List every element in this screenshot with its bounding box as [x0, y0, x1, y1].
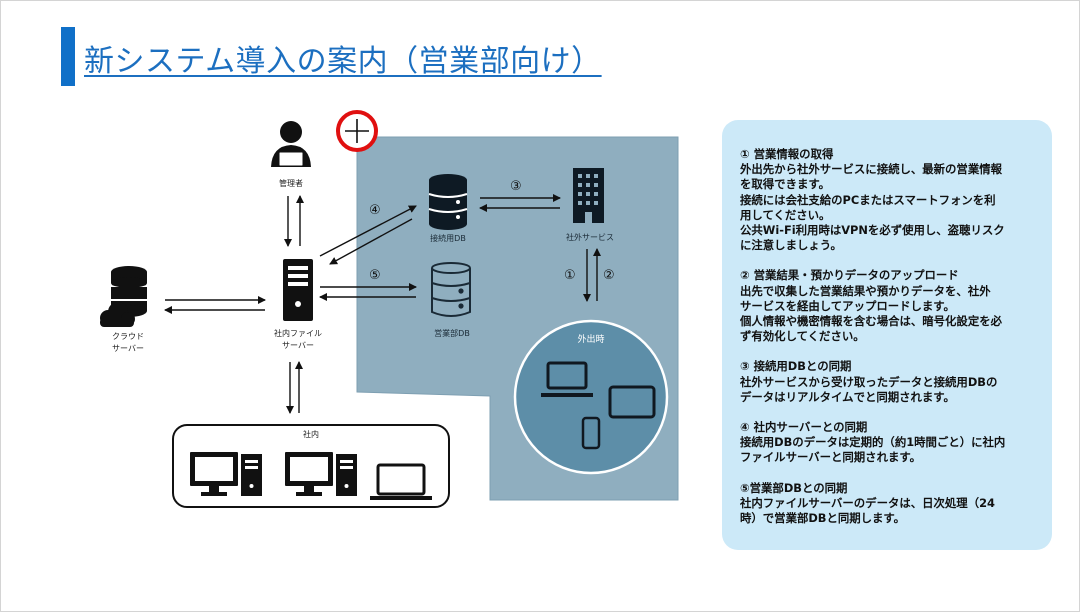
note-heading: ④ 社内サーバーとの同期 [740, 420, 868, 435]
connection-db-icon [428, 174, 468, 230]
laptop-icon [541, 361, 593, 397]
note-line: データはリアルタイムでと同期されます。 [740, 389, 955, 404]
file-server-label-line2: サーバー [282, 341, 314, 350]
note-line: に注意しましょう。 [740, 238, 842, 253]
note-5: ⑤営業部DBとの同期 社内ファイルサーバーのデータは、日次処理（24 時）で営業… [740, 481, 1036, 527]
explanation-panel [722, 120, 1052, 550]
note-line: 公共Wi-Fi利用時はVPNを必ず使用し、盗聴リスク [740, 223, 1005, 238]
note-3: ③ 接続用DBとの同期 社外サービスから受け取ったデータと接続用DBの データは… [740, 359, 1036, 405]
page-title: 新システム導入の案内（営業部向け） [84, 44, 602, 79]
step-marker-1: ① [564, 268, 576, 283]
note-line: 社外サービスから受け取ったデータと接続用DBの [740, 374, 998, 389]
note-heading: ② 営業結果・預かりデータのアップロード [740, 268, 959, 283]
outside-label: 外出時 [577, 333, 604, 345]
step-marker-4: ④ [369, 203, 381, 218]
note-1: ① 営業情報の取得 外出先から社外サービスに接続し、最新の営業情報 を取得できま… [740, 147, 1036, 253]
crosshair-cursor-icon [336, 110, 378, 152]
sales-db-label: 営業部DB [434, 328, 470, 338]
note-4: ④ 社内サーバーとの同期 接続用DBのデータは定期的（約1時間ごと）に社内 ファ… [740, 420, 1036, 466]
laptop-icon [370, 463, 432, 500]
note-2: ② 営業結果・預かりデータのアップロード 出先で収集した営業結果や預かりデータを… [740, 268, 1036, 344]
note-line: 外出先から社外サービスに接続し、最新の営業情報 [740, 162, 1002, 177]
connection-db-label: 接続用DB [430, 233, 466, 243]
arrow [319, 205, 417, 257]
internal-label: 社内 [303, 429, 319, 439]
file-server-icon [283, 259, 313, 321]
note-line: サービスを経由してアップロードします。 [740, 298, 955, 313]
note-line: ず有効化してください。 [740, 329, 865, 344]
note-line: を取得できます。 [740, 177, 830, 192]
smartphone-icon [581, 416, 601, 450]
step-marker-2: ② [603, 268, 615, 283]
note-line: 個人情報や機密情報を含む場合は、暗号化設定を必 [740, 314, 1002, 329]
cloud-server-label-line1: クラウド [112, 332, 144, 341]
explanation-notes: ① 営業情報の取得 外出先から社外サービスに接続し、最新の営業情報 を取得できま… [740, 147, 1036, 541]
step-marker-5: ⑤ [369, 268, 381, 283]
building-icon [573, 168, 604, 223]
note-heading: ① 営業情報の取得 [740, 147, 834, 161]
note-line: 用してください。 [740, 207, 831, 222]
tablet-icon [608, 385, 656, 419]
title-accent-bar [61, 27, 75, 86]
note-line: 接続用DBのデータは定期的（約1時間ごと）に社内 [740, 435, 1006, 450]
note-line: 社内ファイルサーバーのデータは、日次処理（24 [740, 495, 995, 510]
arrow [329, 218, 413, 265]
note-line: 出先で収集した営業結果や預かりデータを、社外 [740, 283, 991, 298]
note-heading: ③ 接続用DBとの同期 [740, 359, 852, 374]
cloud-server-icon [100, 266, 148, 327]
step-marker-3: ③ [510, 179, 522, 194]
file-server-label-line1: 社内ファイル [274, 328, 322, 338]
note-line: ファイルサーバーと同期されます。 [740, 450, 921, 465]
note-line: 時）で営業部DBと同期します。 [740, 511, 906, 526]
note-line: 接続には会社支給のPCまたはスマートフォンを利 [740, 192, 996, 207]
admin-user-icon [271, 121, 311, 167]
admin-label: 管理者 [279, 178, 303, 188]
note-heading: ⑤営業部DBとの同期 [740, 480, 848, 495]
cloud-server-label-line2: サーバー [112, 344, 144, 353]
desktop-pc-icon [285, 452, 357, 496]
external-service-label: 社外サービス [566, 232, 614, 242]
sales-db-icon [431, 262, 471, 317]
desktop-pc-icon [190, 452, 262, 496]
